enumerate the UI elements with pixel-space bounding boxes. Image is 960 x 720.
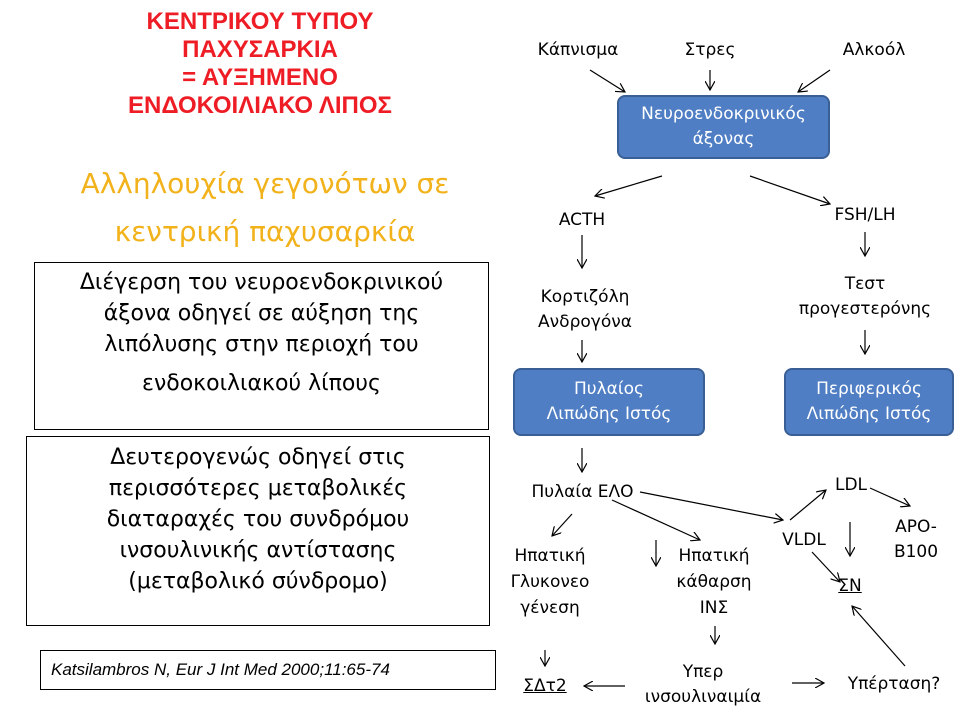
node-stress: Στρες	[684, 40, 736, 60]
arrow-axis-acth	[595, 175, 663, 196]
node-progesterone-test: Τεστ προγεστερόνης	[790, 272, 940, 322]
node-line: ΙΝΣ	[699, 598, 729, 618]
node-line: B100	[893, 542, 939, 562]
title-line: ΕΝΔΟΚΟΙΛΙΑΚΟ ΛΙΠΟΣ	[128, 92, 392, 119]
node-line: Ηπατική	[678, 546, 750, 566]
arrow-ffa-vldl	[639, 491, 783, 520]
explanation-box-1: Διέγερση του νευροενδοκρινικού άξονα οδη…	[34, 262, 489, 430]
explanation-box-2: Δευτερογενώς οδηγεί στις περισσότερες με…	[26, 436, 490, 626]
box-line: διαταραχές του συνδρόμου	[106, 507, 410, 532]
box-line: ενδοκοιλιακού λίπους	[142, 371, 381, 396]
node-hypertension: Υπέρταση?	[847, 674, 941, 694]
node-hyperinsulinemia: Υπερ ινσουλιναιμία	[628, 660, 778, 710]
node-alcohol: Αλκοόλ	[842, 40, 906, 60]
box-line: Διέγερση του νευροενδοκρινικού	[79, 270, 444, 295]
node-line: Ηπατική	[514, 546, 586, 566]
node-cortisol-androgens: Κορτιζόλη Ανδρογόνα	[520, 285, 650, 335]
node-pelvic-adipose: Πυλαίος Λιπώδης Ιστός	[513, 368, 705, 436]
node-hepatic-clearance: Ηπατική κάθαρση ΙΝΣ	[664, 543, 764, 621]
node-dm2: ΣΔτ2	[523, 676, 567, 696]
node-line: Πυλαίος	[573, 379, 645, 399]
node-line: Υπερ	[682, 662, 724, 682]
node-line: ινσουλιναιμία	[644, 687, 762, 707]
node-acth: ACTH	[558, 210, 606, 230]
node-smoking: Κάπνισμα	[537, 40, 619, 60]
reference-citation: Katsilambros N, Eur J Int Med 2000;11:65…	[40, 650, 496, 690]
box-line: άξονα οδηγεί σε αύξηση της	[103, 301, 420, 326]
arrow-axis-fsh	[749, 175, 830, 204]
node-portal-ffa: Πυλαία ΕΛΟ	[531, 482, 634, 502]
node-line: APO-	[895, 517, 937, 537]
node-line: Περιφερικός	[816, 379, 922, 399]
node-sn: ΣΝ	[838, 576, 862, 596]
arrow-smoking-axis	[589, 69, 625, 92]
node-apo-b100: APO- B100	[886, 515, 946, 565]
node-line: Νευροενδοκρινικός	[641, 104, 806, 124]
arrow-ffa-gluconeo	[552, 513, 573, 536]
node-line: Κορτιζόλη	[540, 287, 630, 307]
node-line: Λιπώδης Ιστός	[806, 404, 932, 424]
arrow-ldl-apo	[869, 487, 910, 506]
title-line: ΚΕΝΤΡΙΚΟΥ ΤΥΠΟΥ	[146, 8, 374, 35]
box-line: Δευτερογενώς οδηγεί στις	[110, 445, 406, 470]
node-line: άξονας	[692, 129, 755, 149]
arrow-alcohol-axis	[798, 69, 831, 92]
node-line: Ανδρογόνα	[538, 312, 632, 332]
node-line: κάθαρση	[676, 572, 752, 592]
arrow-ffa-clearance	[611, 499, 700, 540]
node-line: Τεστ	[844, 274, 886, 294]
node-line: προγεστερόνης	[798, 299, 932, 319]
node-peripheral-adipose: Περιφερικός Λιπώδης Ιστός	[784, 368, 954, 436]
box-line: περισσότερες μεταβολικές	[108, 476, 408, 501]
node-line: Λιπώδης Ιστός	[546, 404, 672, 424]
node-fsh-lh: FSH/LH	[834, 205, 896, 225]
node-ldl: LDL	[834, 475, 868, 495]
slide-subtitle: Αλληλουχία γεγονότων σε κεντρική παχυσαρ…	[40, 160, 490, 256]
slide-title: ΚΕΝΤΡΙΚΟΥ ΤΥΠΟΥ ΠΑΧΥΣΑΡΚΙΑ = ΑΥΞΗΜΕΝΟ ΕΝ…	[70, 8, 450, 120]
node-line: γένεση	[520, 598, 580, 618]
title-line: = ΑΥΞΗΜΕΝΟ	[182, 64, 338, 91]
box-line: ινσουλινικής αντίστασης	[119, 538, 397, 563]
node-hepatic-gluconeogenesis: Ηπατική Γλυκονεο γένεση	[500, 543, 600, 621]
arrow-vldl-ldl	[789, 490, 826, 521]
arrow-vldl-sn	[811, 551, 840, 582]
node-vldl: VLDL	[782, 530, 826, 550]
subtitle-line: Αλληλουχία γεγονότων σε	[80, 167, 450, 200]
node-line: Γλυκονεο	[510, 572, 590, 592]
box-line: λιπόλυσης στην περιοχή του	[104, 332, 419, 357]
title-line: ΠΑΧΥΣΑΡΚΙΑ	[182, 36, 338, 63]
node-neuroendocrine-axis: Νευροενδοκρινικός άξονας	[617, 95, 830, 159]
subtitle-line: κεντρική παχυσαρκία	[114, 215, 416, 248]
arrow-hypertension-sn	[852, 606, 906, 667]
box-line: (μεταβολικό σύνδρομο)	[128, 569, 388, 594]
